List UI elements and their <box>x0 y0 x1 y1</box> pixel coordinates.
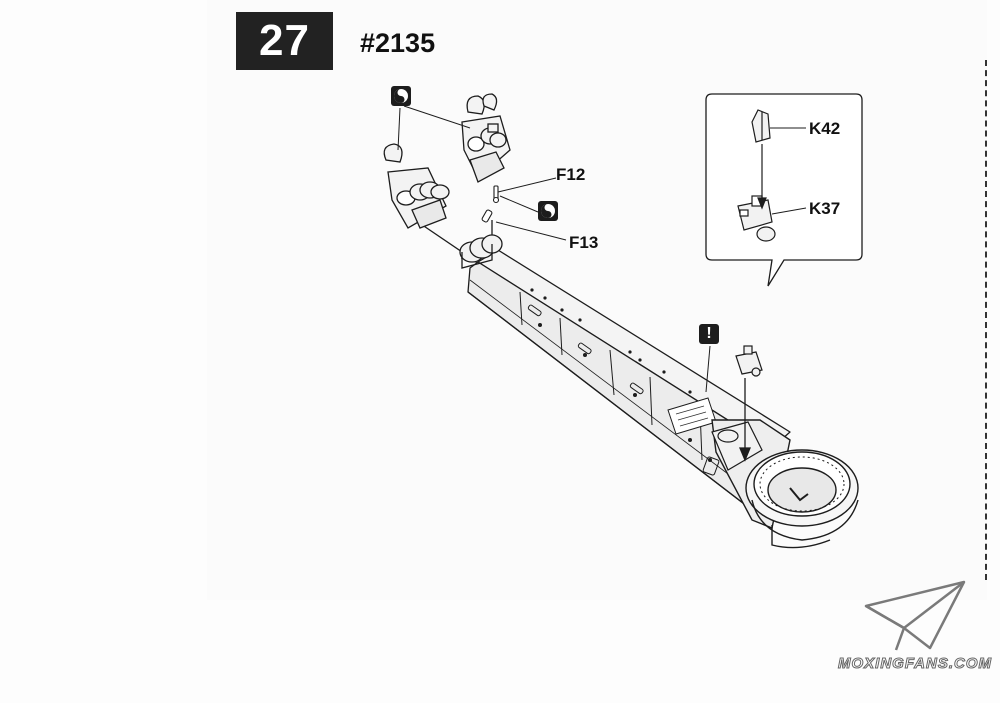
page-edge-dashed-line <box>985 60 987 580</box>
callout-k37: K37 <box>809 199 841 218</box>
pivot-block <box>711 421 763 471</box>
callout-k42: K42 <box>809 119 841 138</box>
leader-lines <box>397 105 711 393</box>
paper-plane-icon <box>864 580 966 651</box>
part-k42 <box>751 109 771 143</box>
yin-yang-icon <box>391 86 411 106</box>
beam-slots <box>527 304 720 476</box>
pin-f12 <box>492 185 500 204</box>
step-number: 27 <box>236 12 333 70</box>
bracket-part <box>735 345 763 377</box>
yin-yang-icon-glyph <box>541 204 555 218</box>
detail-arrow <box>757 144 767 210</box>
hinge-part-left <box>383 143 450 229</box>
detail-leader-lines <box>770 127 807 215</box>
hinge-assembly-installed <box>459 234 503 269</box>
exclamation-icon: ! <box>699 324 719 344</box>
yin-yang-icon-glyph <box>394 89 408 103</box>
detail-callout-bubble <box>705 93 863 287</box>
watermark-text: MOXINGFANS.COM <box>837 655 993 673</box>
callout-f13: F13 <box>569 233 599 252</box>
part-k37 <box>737 195 776 242</box>
hinge-part-top <box>461 93 511 183</box>
callout-f12: F12 <box>556 165 586 184</box>
yin-yang-icon <box>538 201 558 221</box>
part-number: #2135 <box>360 28 436 58</box>
pin-f13 <box>481 209 493 223</box>
beam-holes <box>530 288 712 462</box>
